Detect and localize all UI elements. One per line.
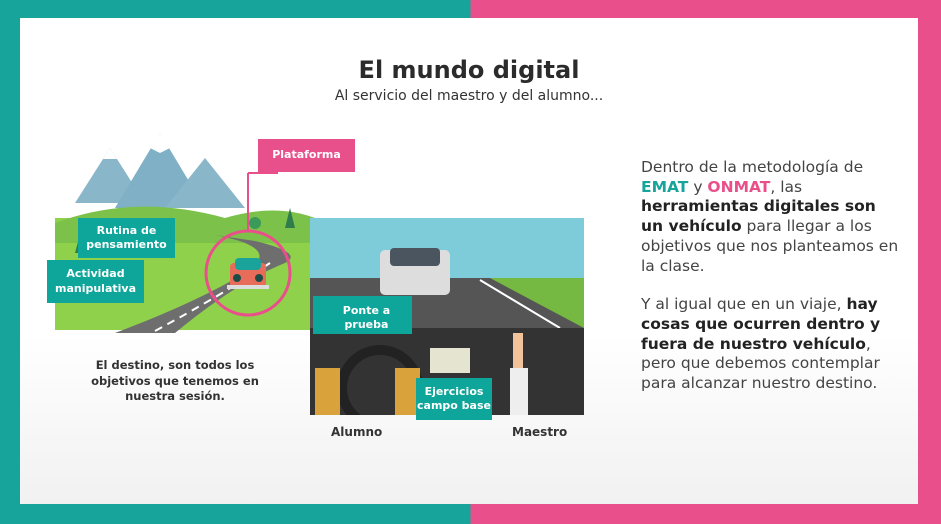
rutina-label: Rutina de pensamiento xyxy=(78,218,175,258)
ponte-label: Ponte a prueba xyxy=(313,296,412,334)
slide: El mundo digital Al servicio del maestro… xyxy=(20,18,918,504)
plataforma-label: Plataforma xyxy=(258,139,355,172)
body-text: Dentro de la metodología de EMAT y ONMAT… xyxy=(641,158,901,413)
alumno-label: Alumno xyxy=(331,425,383,439)
ejercicios-label: Ejercicios campo base xyxy=(416,378,492,420)
paragraph-1: Dentro de la metodología de EMAT y ONMAT… xyxy=(641,158,899,275)
paragraph-2: Y al igual que en un viaje, hay cosas qu… xyxy=(641,295,881,393)
destination-caption: El destino, son todos los objetivos que … xyxy=(91,358,259,404)
maestro-label: Maestro xyxy=(512,425,568,439)
actividad-label: Actividad manipulativa xyxy=(47,260,144,303)
page-subtitle: Al servicio del maestro y del alumno... xyxy=(334,88,604,104)
page-title: El mundo digital xyxy=(358,56,580,84)
